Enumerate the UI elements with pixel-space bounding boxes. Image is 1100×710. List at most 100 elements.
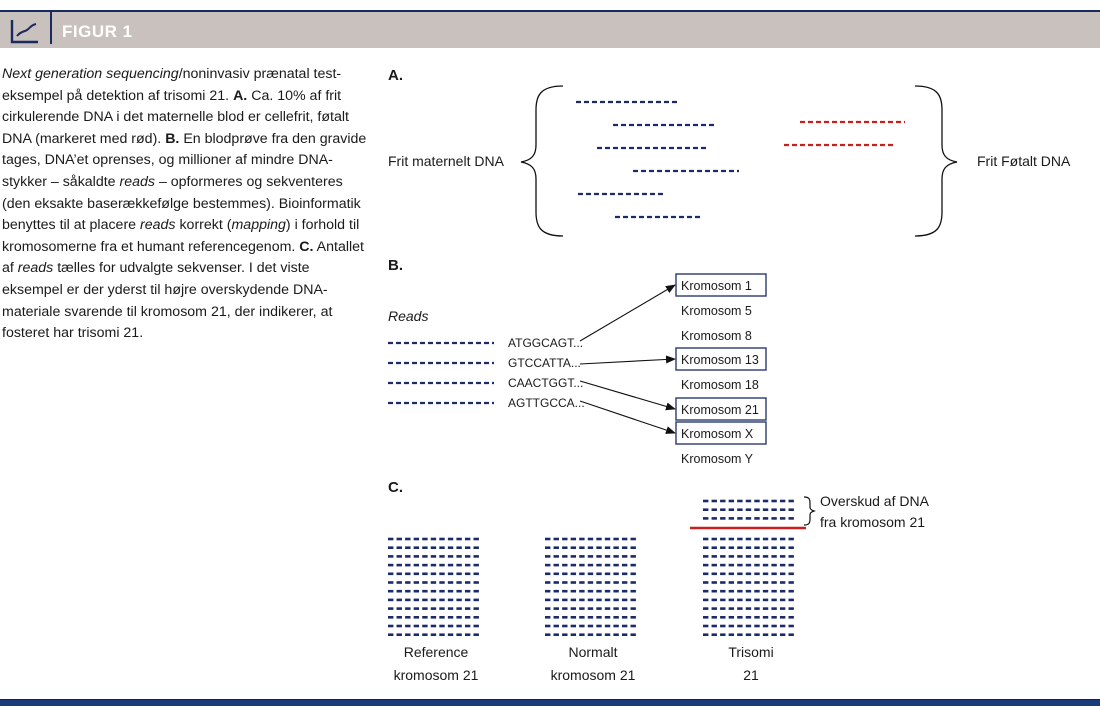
read-mark xyxy=(737,555,743,558)
read-mark xyxy=(464,546,471,549)
read-mark xyxy=(456,616,462,619)
read-mark xyxy=(405,572,411,576)
read-mark xyxy=(587,589,594,593)
read-mark xyxy=(779,508,786,511)
grid-label-line1: Reference xyxy=(404,644,469,660)
read-mark xyxy=(422,555,428,558)
read-mark xyxy=(703,581,709,584)
read-mark xyxy=(456,633,462,636)
read-mark xyxy=(711,581,717,584)
read-mark xyxy=(613,572,619,576)
read-mark xyxy=(771,508,777,511)
read-mark xyxy=(388,537,394,541)
grid-label-line1: Normalt xyxy=(568,644,617,660)
read-mark xyxy=(604,589,611,593)
read-mark xyxy=(413,563,420,567)
read-mark xyxy=(413,537,420,541)
read-mark xyxy=(630,616,636,619)
read-mark xyxy=(388,563,394,567)
read-mark xyxy=(413,572,420,576)
mapping-arrow xyxy=(579,284,676,342)
read-mark xyxy=(621,607,628,610)
read-mark xyxy=(703,508,709,511)
maternal-brace xyxy=(520,85,564,237)
read-mark xyxy=(545,563,551,567)
grid-label-line2: kromosom 21 xyxy=(394,667,479,683)
read-sequence: CAACTGGT... xyxy=(508,376,583,390)
read-mark xyxy=(413,598,420,602)
read-mark xyxy=(553,633,559,636)
read-mark xyxy=(754,633,760,636)
read-mark xyxy=(621,555,628,558)
read-mark xyxy=(388,572,394,576)
read-mark xyxy=(754,624,760,628)
caption-segment: Antallet af xyxy=(2,238,364,277)
read-mark xyxy=(447,633,454,636)
read-mark xyxy=(596,607,602,610)
read-mark xyxy=(771,572,777,576)
read-mark xyxy=(439,589,445,593)
read-mark xyxy=(396,607,402,610)
read-mark xyxy=(405,616,411,619)
read-mark xyxy=(570,546,577,549)
read-mark xyxy=(788,624,794,628)
read-mark xyxy=(553,607,559,610)
read-mark xyxy=(464,572,471,576)
read-mark xyxy=(779,537,786,541)
read-mark xyxy=(587,546,594,549)
read-mark xyxy=(553,563,559,567)
read-mark xyxy=(596,546,602,549)
read-mark xyxy=(456,537,462,541)
caption-segment: B. xyxy=(165,130,180,147)
read-mark xyxy=(762,589,769,593)
read-mark xyxy=(771,581,777,584)
read-mark xyxy=(728,581,735,584)
caption-segment: C. xyxy=(299,238,314,255)
read-mark xyxy=(720,581,726,584)
read-mark xyxy=(613,624,619,628)
figure-caption: Next generation sequencing/noninvasiv pr… xyxy=(2,64,372,345)
read-mark xyxy=(711,572,717,576)
read-mark xyxy=(579,581,585,584)
read-mark xyxy=(703,555,709,558)
read-mark xyxy=(788,598,794,602)
read-mark xyxy=(788,517,794,520)
read-mark xyxy=(762,555,769,558)
read-mark xyxy=(545,546,551,549)
excess-label-line2: fra kromosom 21 xyxy=(820,514,925,530)
read-mark xyxy=(711,499,717,503)
read-mark xyxy=(579,633,585,636)
read-mark xyxy=(711,563,717,567)
read-mark xyxy=(570,607,577,610)
read-mark xyxy=(596,633,602,636)
read-mark xyxy=(388,546,394,549)
read-mark xyxy=(596,616,602,619)
read-mark xyxy=(430,563,437,567)
read-mark xyxy=(422,581,428,584)
read-mark xyxy=(613,563,619,567)
read-mark xyxy=(464,598,471,602)
read-mark xyxy=(762,607,769,610)
read-mark xyxy=(604,555,611,558)
read-mark xyxy=(720,607,726,610)
read-mark xyxy=(621,581,628,584)
read-mark xyxy=(570,537,577,541)
read-mark xyxy=(762,517,769,520)
read-mark xyxy=(396,581,402,584)
read-mark xyxy=(422,537,428,541)
figure-title: FIGUR 1 xyxy=(62,22,133,41)
caption-segment: En blodprøve fra den gravide tages, DNA’… xyxy=(2,130,367,190)
chromosome-label: Kromosom 8 xyxy=(681,329,752,343)
chromosome-box xyxy=(675,347,767,371)
read-mark xyxy=(788,555,794,558)
read-mark xyxy=(788,633,794,636)
read-mark xyxy=(430,537,437,541)
read-mark xyxy=(596,589,602,593)
read-mark xyxy=(762,537,769,541)
read-mark xyxy=(562,546,568,549)
read-mark xyxy=(405,624,411,628)
read-mark xyxy=(473,537,479,541)
read-mark xyxy=(473,572,479,576)
line-chart-icon xyxy=(10,20,38,44)
read-mark xyxy=(405,546,411,549)
